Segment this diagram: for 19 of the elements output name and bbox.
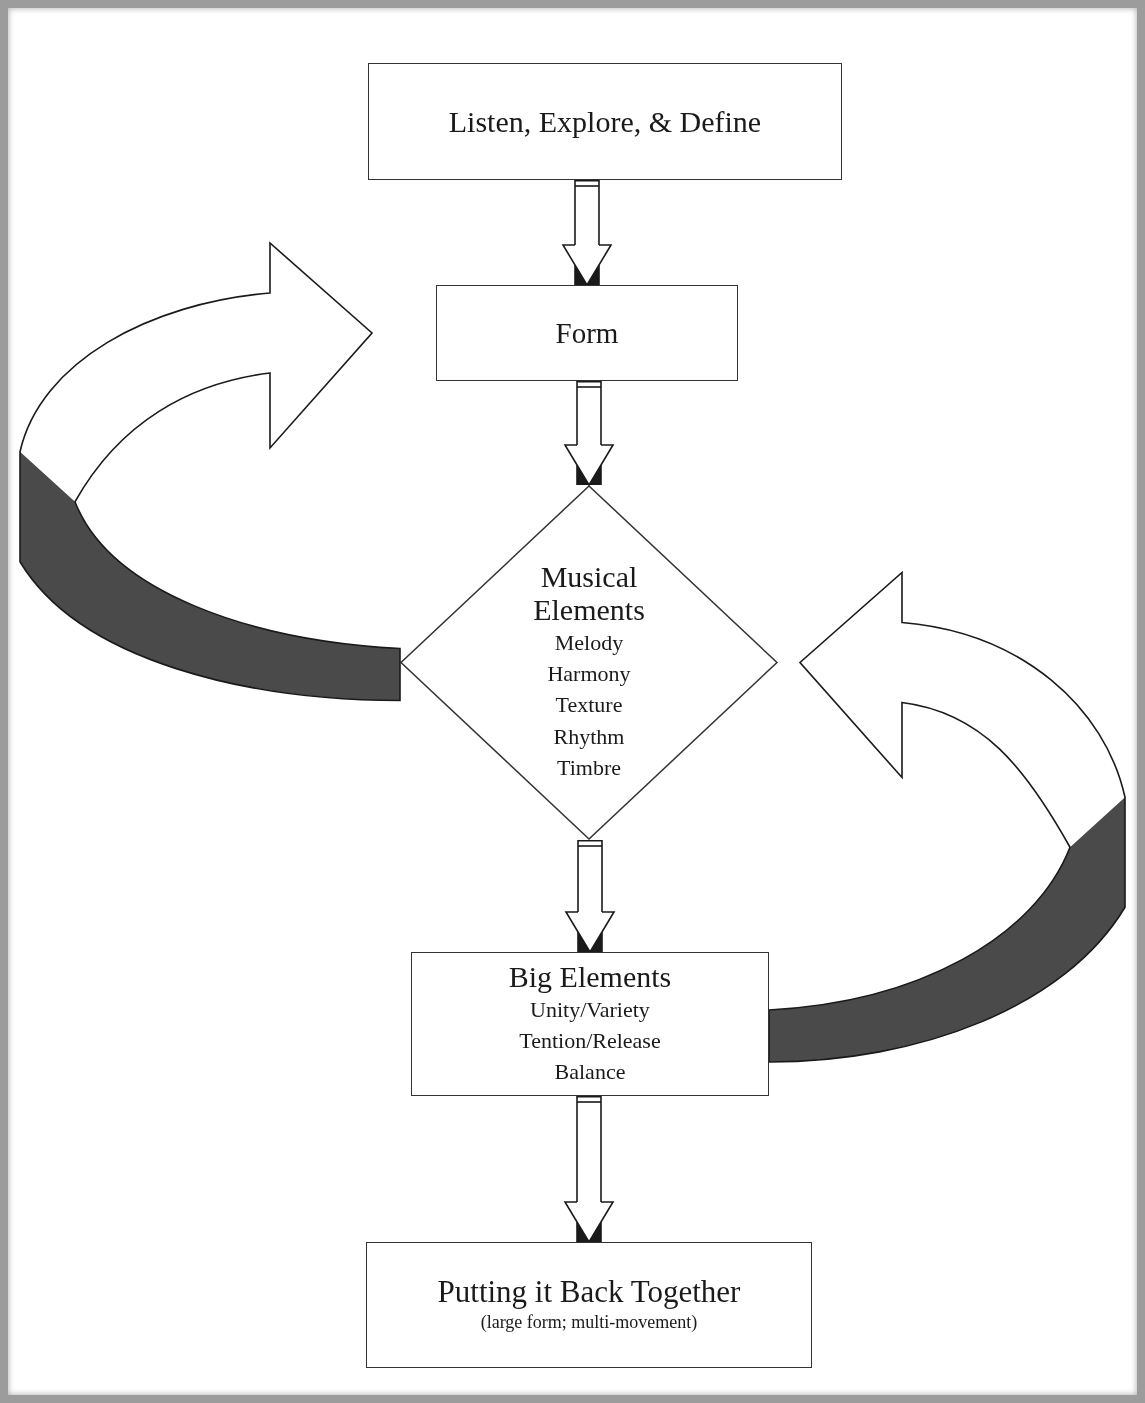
node-item: Texture [555, 691, 623, 720]
node-item: Timbre [557, 753, 621, 782]
process-box [366, 1242, 812, 1368]
node-item: Balance [554, 1058, 626, 1087]
node-title: Musical Elements [532, 559, 646, 627]
node-item: Tention/Release [519, 1027, 661, 1056]
node-title: Form [555, 316, 619, 350]
process-box [436, 285, 738, 381]
process-box [368, 63, 842, 180]
node-title: Big Elements [508, 960, 672, 994]
node-item: Rhythm [553, 722, 625, 751]
node-item: Harmony [547, 660, 631, 689]
node-title: Putting it Back Together [437, 1274, 741, 1310]
process-box [411, 952, 769, 1096]
node-title: Listen, Explore, & Define [448, 104, 762, 139]
node-item: (large form; multi-movement) [480, 1310, 698, 1334]
node-item: Unity/Variety [530, 995, 650, 1024]
decision-diamond [400, 485, 778, 840]
node-item: Melody [554, 629, 624, 657]
